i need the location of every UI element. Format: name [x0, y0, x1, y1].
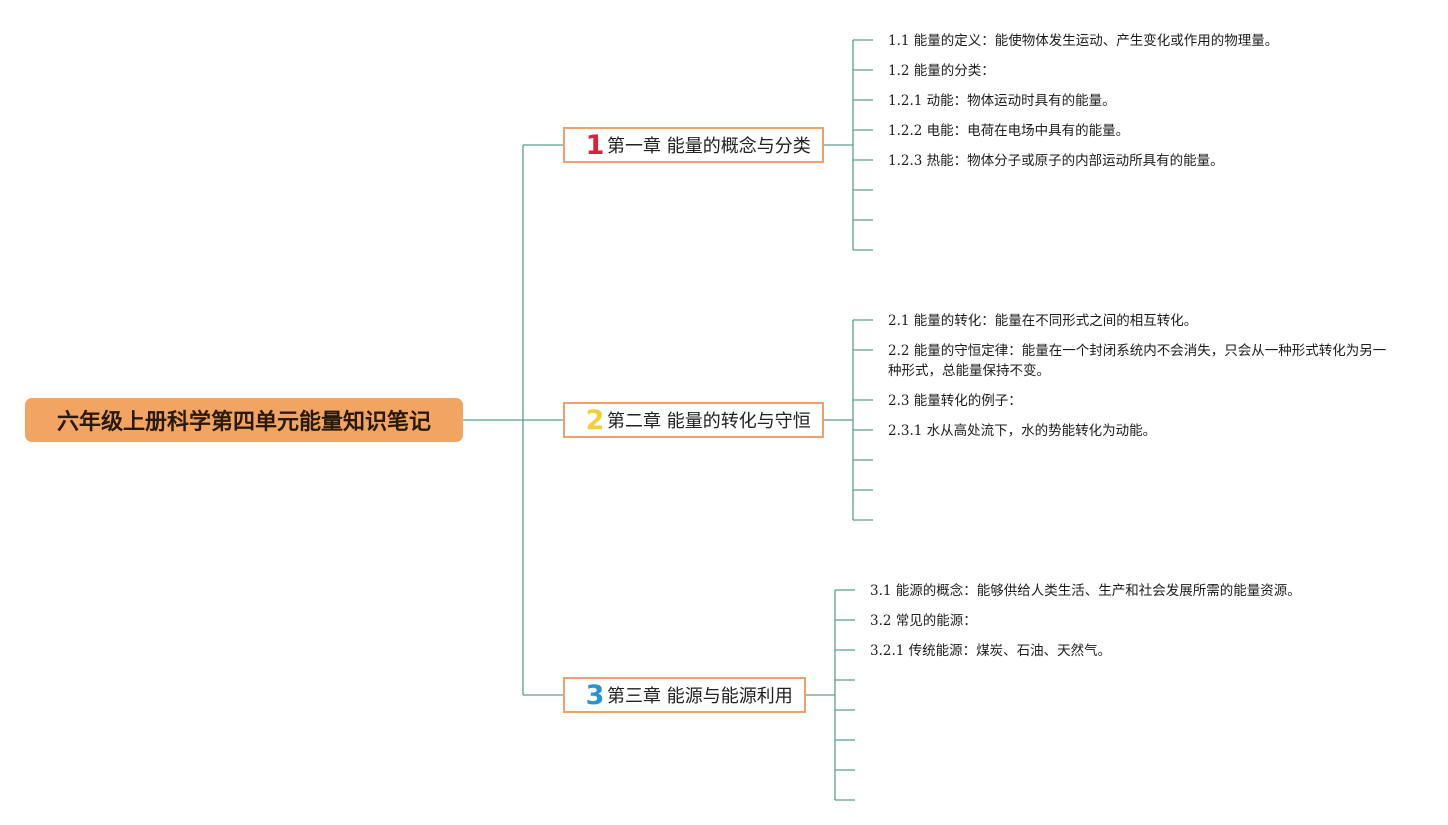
chapter-3-number-icon: 3: [585, 679, 605, 711]
chapter-3-item-1[interactable]: 3.1 能源的概念：能够供给人类生活、生产和社会发展所需的能量资源。: [870, 583, 1301, 599]
chapter-1-node[interactable]: 1 第一章 能量的概念与分类: [563, 127, 824, 163]
chapter-1-item-5[interactable]: 1.2.3 热能：物体分子或原子的内部运动所具有的能量。: [888, 153, 1224, 169]
chapter-1-item-1[interactable]: 1.1 能量的定义：能使物体发生运动、产生变化或作用的物理量。: [888, 33, 1279, 49]
chapter-1-item-2[interactable]: 1.2 能量的分类：: [888, 63, 995, 79]
chapter-2-item-3[interactable]: 2.3 能量转化的例子：: [888, 393, 1022, 409]
chapter-1-item-3[interactable]: 1.2.1 动能：物体运动时具有的能量。: [888, 93, 1116, 109]
chapter-2-item-4[interactable]: 2.3.1 水从高处流下，水的势能转化为动能。: [888, 423, 1157, 439]
chapter-3-item-3[interactable]: 3.2.1 传统能源：煤炭、石油、天然气。: [870, 643, 1112, 659]
chapter-3-title: 第三章 能源与能源利用: [607, 686, 793, 707]
chapter-2-node[interactable]: 2 第二章 能量的转化与守恒: [563, 402, 824, 438]
chapter-1-title: 第一章 能量的概念与分类: [607, 136, 811, 157]
root-title: 六年级上册科学第四单元能量知识笔记: [56, 410, 431, 435]
chapter-1-number-icon: 1: [585, 129, 605, 161]
chapter-3-node[interactable]: 3 第三章 能源与能源利用: [563, 677, 806, 713]
chapter-3-item-2[interactable]: 3.2 常见的能源：: [870, 613, 977, 629]
chapter-2-title: 第二章 能量的转化与守恒: [607, 411, 811, 432]
chapter-2-item-1[interactable]: 2.1 能量的转化：能量在不同形式之间的相互转化。: [888, 313, 1198, 329]
chapter-1-item-4[interactable]: 1.2.2 电能：电荷在电场中具有的能量。: [888, 123, 1130, 139]
chapter-2-number-icon: 2: [585, 404, 605, 436]
chapter-2-item-2[interactable]: 2.2 能量的守恒定律：能量在一个封闭系统内不会消失，只会从一种形式转化为另一种…: [888, 343, 1387, 379]
root-topic[interactable]: 六年级上册科学第四单元能量知识笔记: [25, 398, 463, 442]
